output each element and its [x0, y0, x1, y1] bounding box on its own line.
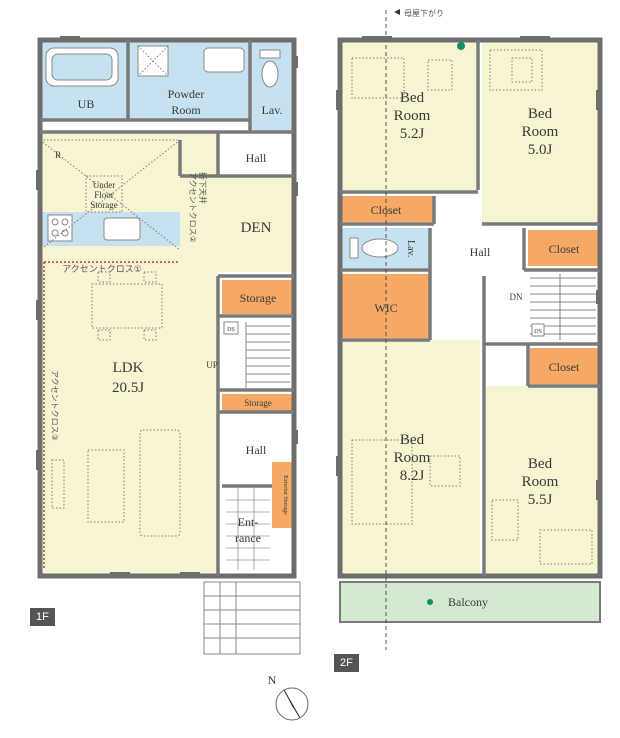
label-hall-lower: Hall — [246, 443, 267, 457]
label-bed2-2: Room — [522, 124, 559, 140]
label-closet-2: Closet — [549, 242, 580, 256]
wic-room — [340, 274, 430, 338]
label-bed1-2: Room — [394, 108, 431, 124]
label-north: N — [268, 673, 277, 687]
label-hall-top: Hall — [246, 151, 267, 165]
label-storage-lower: Storage — [244, 398, 272, 408]
label-exterior-storage: Exterior Storage — [282, 475, 288, 515]
label-ds-1f: DS — [227, 327, 235, 333]
label-underfloor-3: Storage — [90, 200, 118, 210]
label-balcony: Balcony — [448, 595, 488, 609]
floor-tag-2f: 2F — [334, 654, 359, 672]
toilet-bowl-icon — [261, 60, 279, 88]
note-ceiling-drop: 母屋下がり — [404, 8, 444, 18]
porch-steps — [203, 581, 301, 655]
storage-upper-room — [222, 280, 294, 314]
exterior-storage-room — [272, 462, 292, 528]
label-bed3-3: 8.2J — [400, 468, 425, 484]
floor-1-plan — [36, 36, 301, 655]
label-bed4-2: Room — [522, 474, 559, 490]
label-bed2-1: Bed — [528, 106, 553, 122]
stove-icon — [47, 214, 73, 242]
label-bed1-3: 5.2J — [400, 126, 425, 142]
label-lav-1f: Lav. — [262, 103, 283, 117]
basin-icon — [203, 47, 245, 73]
label-bed4-1: Bed — [528, 456, 553, 472]
label-storage-upper: Storage — [240, 291, 277, 305]
label-entrance-1: Ent- — [238, 515, 259, 529]
closet2-room — [528, 230, 600, 266]
note-ceiling-1: 折下天井 — [198, 172, 208, 204]
label-bed3-1: Bed — [400, 432, 425, 448]
toilet-tank-icon — [259, 49, 281, 59]
label-bed3-2: Room — [394, 450, 431, 466]
label-closet-3: Closet — [549, 360, 580, 374]
note-accent-cross-3: アクセントクロス③ — [50, 370, 59, 441]
label-r: R — [55, 150, 61, 160]
floor-tag-1f: 1F — [30, 608, 55, 626]
note-ceiling-2: アクセントクロス② — [188, 172, 197, 243]
label-bed1-1: Bed — [400, 90, 425, 106]
bed2-room — [482, 40, 600, 224]
label-bed2-3: 5.0J — [528, 142, 553, 158]
hall2-room — [432, 228, 522, 278]
note-accent-cross-1: アクセントクロス① — [62, 264, 142, 275]
label-wic: WIC — [374, 301, 397, 315]
closet3-room — [530, 348, 600, 384]
bed1-room — [340, 40, 476, 190]
label-ldk-1: LDK — [113, 360, 144, 376]
closet1-room — [340, 196, 434, 222]
label-lav-2f: Lav. — [405, 240, 416, 257]
label-closet-1: Closet — [371, 203, 402, 217]
label-underfloor-2: Floor — [94, 190, 114, 200]
den-room — [180, 176, 294, 272]
hall-top-room — [218, 132, 294, 176]
floor-2-plan — [336, 10, 603, 650]
label-ldk-2: 20.5J — [112, 380, 144, 396]
bed3-room — [340, 340, 480, 576]
bed4-room — [486, 386, 600, 576]
compass: N — [268, 673, 309, 721]
label-bed4-3: 5.5J — [528, 492, 553, 508]
label-powder-room-2: Room — [171, 103, 201, 117]
label-ub: UB — [78, 97, 95, 111]
label-ds-2f: DS — [534, 329, 542, 335]
label-hall-2f: Hall — [470, 245, 491, 259]
entrance-room — [222, 486, 272, 572]
label-underfloor-1: Under — [93, 180, 116, 190]
sink-icon — [103, 217, 141, 241]
label-powder-room-1: Powder — [168, 87, 205, 101]
label-den: DEN — [241, 220, 272, 236]
stair-treads-1f — [245, 322, 290, 388]
label-dn: DN — [510, 292, 523, 302]
storage-lower-room — [222, 394, 294, 412]
label-entrance-2: rance — [235, 531, 261, 545]
balcony-area — [340, 582, 600, 622]
label-up: UP — [206, 360, 218, 370]
